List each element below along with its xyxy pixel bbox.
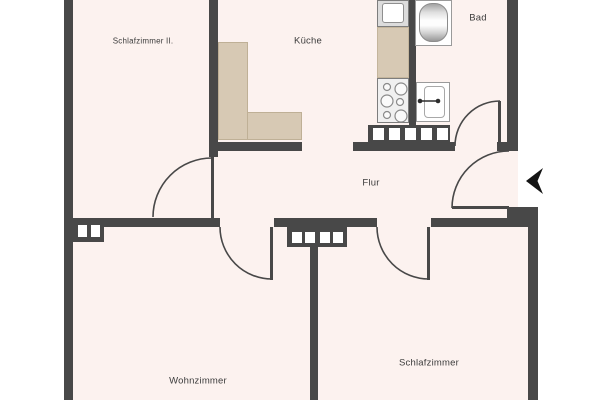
kitchen-sink-basin [382, 3, 404, 23]
chimney-square [91, 225, 100, 237]
wall-outer-right-lower [528, 210, 538, 400]
chimney-square [305, 232, 315, 243]
wall-entrance-stub [507, 207, 538, 218]
wall-middle-right [431, 218, 538, 227]
washbasin-bowl [424, 86, 445, 118]
door-leaf-schlafzimmer2 [211, 157, 214, 218]
wall-kueche-flur-right [353, 142, 455, 151]
chimney-square [320, 232, 330, 243]
room-label-schlafzimmer2: Schlafzimmer II. [112, 36, 174, 46]
chimney-square [78, 225, 87, 237]
chimney-square [292, 232, 302, 243]
room-label-bad: Bad [469, 12, 487, 24]
room-label-wohnzimmer: Wohnzimmer [169, 375, 227, 387]
entrance-arrow-icon [526, 168, 543, 194]
wall-middle-center [274, 218, 377, 227]
kitchen-counter-vertical [218, 42, 248, 140]
chimney-square [373, 128, 384, 140]
wall-schlafzimmer2-kueche [209, 0, 218, 157]
door-leaf-entrance [452, 206, 509, 209]
bathtub-basin [419, 3, 448, 42]
room-label-kueche: Küche [294, 35, 322, 47]
door-leaf-schlafzimmer [427, 227, 430, 280]
wall-outer-right-upper [507, 0, 518, 151]
wall-bad-door-stub [497, 142, 518, 151]
wall-middle-left [64, 218, 220, 227]
wall-kueche-bad [409, 0, 416, 143]
chimney-square [389, 128, 400, 140]
stove-icon [377, 78, 409, 123]
wall-wohnzimmer-schlafzimmer [310, 230, 318, 400]
chimney-square [437, 128, 448, 140]
chimney-square [421, 128, 432, 140]
door-leaf-wohnzimmer [270, 227, 273, 280]
chimney-square [405, 128, 416, 140]
wall-kueche-flur-left [209, 142, 302, 151]
room-label-flur: Flur [362, 177, 380, 189]
door-leaf-bad [498, 101, 501, 147]
chimney-square [333, 232, 343, 243]
wall-outer-left [64, 0, 73, 400]
floor-fill-lower [64, 227, 538, 400]
kitchen-counter-horizontal [247, 112, 302, 140]
chimney-block-middle [287, 227, 347, 247]
room-label-schlafzimmer: Schlafzimmer [399, 357, 459, 369]
kitchen-worktop [377, 27, 409, 78]
